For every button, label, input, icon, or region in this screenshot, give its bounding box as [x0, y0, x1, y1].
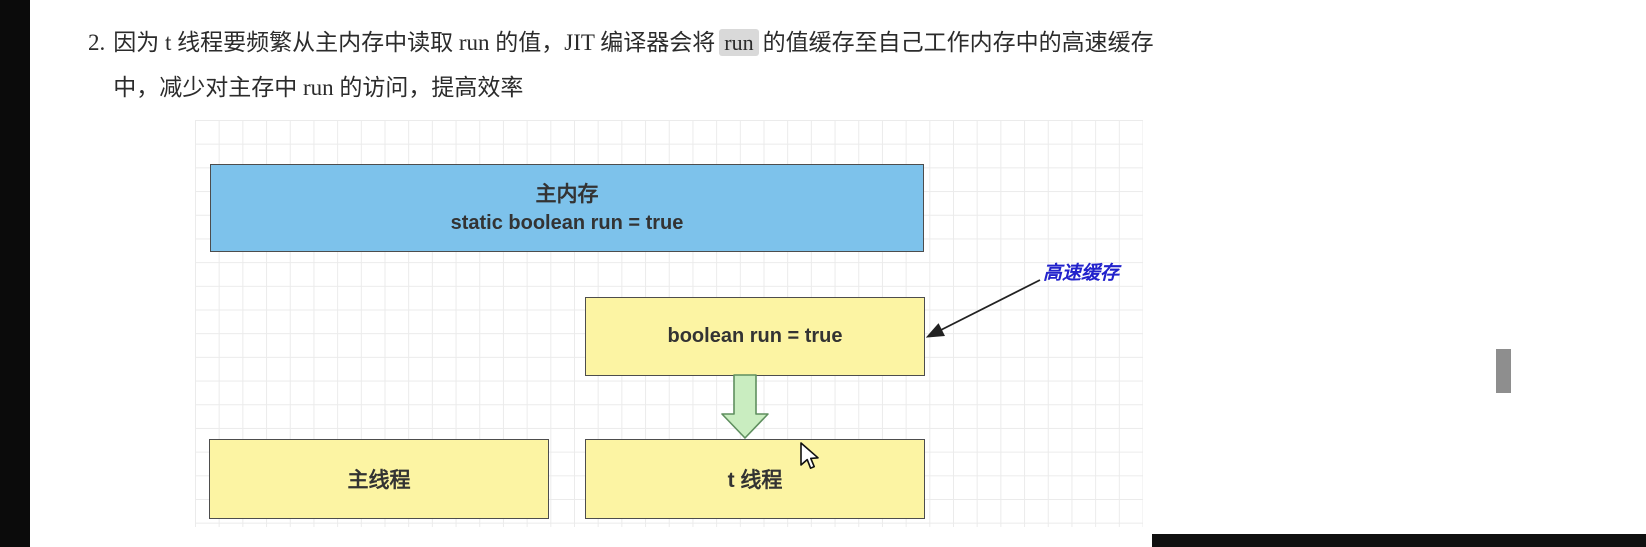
paragraph-line1-before: 因为 t 线程要频繁从主内存中读取 run 的值，JIT 编译器会将: [113, 30, 716, 55]
down-arrow-icon: [721, 374, 769, 439]
main-thread-label: 主线程: [347, 469, 411, 492]
left-letterbox: [0, 0, 30, 547]
paragraph-line-2: 中，减少对主存中 run 的访问，提高效率: [113, 75, 524, 100]
scrollbar-thumb[interactable]: [1496, 349, 1511, 393]
cache-box: boolean run = true: [585, 297, 925, 376]
bottom-letterbox: [1152, 534, 1646, 547]
main-memory-box: 主内存 static boolean run = true: [210, 164, 924, 252]
main-memory-title: 主内存: [535, 182, 599, 206]
t-thread-label: t 线程: [727, 469, 783, 492]
paragraph-line1-after: 的值缓存至自己工作内存中的高速缓存: [762, 30, 1154, 55]
inline-code-run: run: [719, 29, 759, 56]
main-memory-code: static boolean run = true: [450, 211, 684, 234]
cache-annotation-label: 高速缓存: [1043, 263, 1120, 284]
diagram-canvas: 主内存 static boolean run = true boolean ru…: [195, 120, 1143, 527]
main-thread-box: 主线程: [209, 439, 549, 519]
list-number: 2.: [88, 30, 106, 55]
t-thread-box: t 线程: [585, 439, 925, 519]
cache-box-label: boolean run = true: [667, 325, 843, 347]
